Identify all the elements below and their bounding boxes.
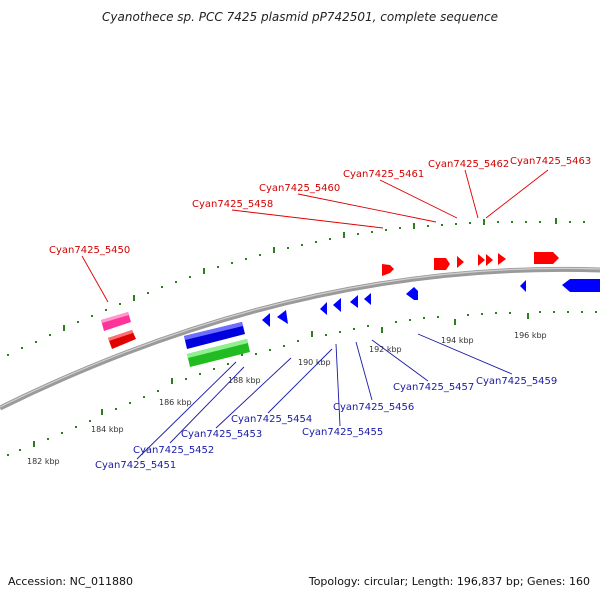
gene-label: Cyan7425_5458 <box>192 199 273 210</box>
gene-5460-arrow <box>434 258 450 270</box>
scale-label: 184 kbp <box>91 425 124 434</box>
gene-label: Cyan7425_5454 <box>231 414 312 425</box>
gene-5457-arrow <box>364 293 371 305</box>
gene-label: Cyan7425_5453 <box>181 429 262 440</box>
gene-label: Cyan7425_5456 <box>333 402 414 413</box>
gene-5459-arrow-b <box>562 279 600 292</box>
inner-tick-row <box>7 311 597 456</box>
gene-5463-arrow-b <box>534 252 559 264</box>
reverse-leader-lines <box>136 333 513 460</box>
gene-5453-arrow <box>262 313 270 327</box>
map-title: Cyanothece sp. PCC 7425 plasmid pP742501… <box>102 10 498 24</box>
gene-label: Cyan7425_5451 <box>95 460 176 471</box>
gene-5454-arrow <box>277 310 288 324</box>
forward-labels: Cyan7425_5450 Cyan7425_5458 Cyan7425_546… <box>49 156 591 256</box>
scale-label: 182 kbp <box>27 457 60 466</box>
scale-label: 190 kbp <box>298 358 331 367</box>
topology-summary: Topology: circular; Length: 196,837 bp; … <box>308 575 590 588</box>
scale-label: 196 kbp <box>514 331 547 340</box>
gene-5457-arrow-b <box>406 287 418 300</box>
gene-label: Cyan7425_5461 <box>343 169 424 180</box>
gene-5456-arrow-b <box>350 295 358 308</box>
scale-labels: 182 kbp 184 kbp 186 kbp 188 kbp 190 kbp … <box>27 331 547 466</box>
gene-label: Cyan7425_5452 <box>133 445 214 456</box>
reverse-labels: Cyan7425_5451 Cyan7425_5452 Cyan7425_545… <box>95 376 557 471</box>
gene-5450-box <box>108 330 136 349</box>
gene-5455-arrow <box>320 302 327 315</box>
rna-gene-5450 <box>101 312 131 331</box>
gene-label: Cyan7425_5457 <box>393 382 474 393</box>
gene-5456-arrow-a <box>333 298 341 312</box>
gene-label: Cyan7425_5450 <box>49 245 130 256</box>
scale-label: 186 kbp <box>159 398 192 407</box>
gene-5462-arrow-a <box>478 254 485 266</box>
forward-genes <box>101 252 559 349</box>
gene-label: Cyan7425_5462 <box>428 159 509 170</box>
gene-5463-arrow-a <box>498 253 506 265</box>
gene-label: Cyan7425_5459 <box>476 376 557 387</box>
scale-label: 188 kbp <box>228 376 261 385</box>
gene-label: Cyan7425_5455 <box>302 427 383 438</box>
outer-tick-row <box>7 218 585 356</box>
gene-5452-box <box>187 339 250 367</box>
accession-label: Accession: NC_011880 <box>8 575 134 588</box>
gene-5461-arrow <box>457 256 464 268</box>
forward-leader-lines <box>81 169 549 303</box>
gene-5459-arrow <box>520 280 526 292</box>
reverse-genes <box>184 279 600 367</box>
gene-label: Cyan7425_5460 <box>259 183 340 194</box>
gene-label: Cyan7425_5463 <box>510 156 591 167</box>
backbone-arc <box>0 266 600 411</box>
gene-5462-arrow-b <box>486 254 493 266</box>
scale-label: 194 kbp <box>441 336 474 345</box>
gene-5458-arrow <box>382 264 394 276</box>
gene-5451-box <box>184 322 245 349</box>
